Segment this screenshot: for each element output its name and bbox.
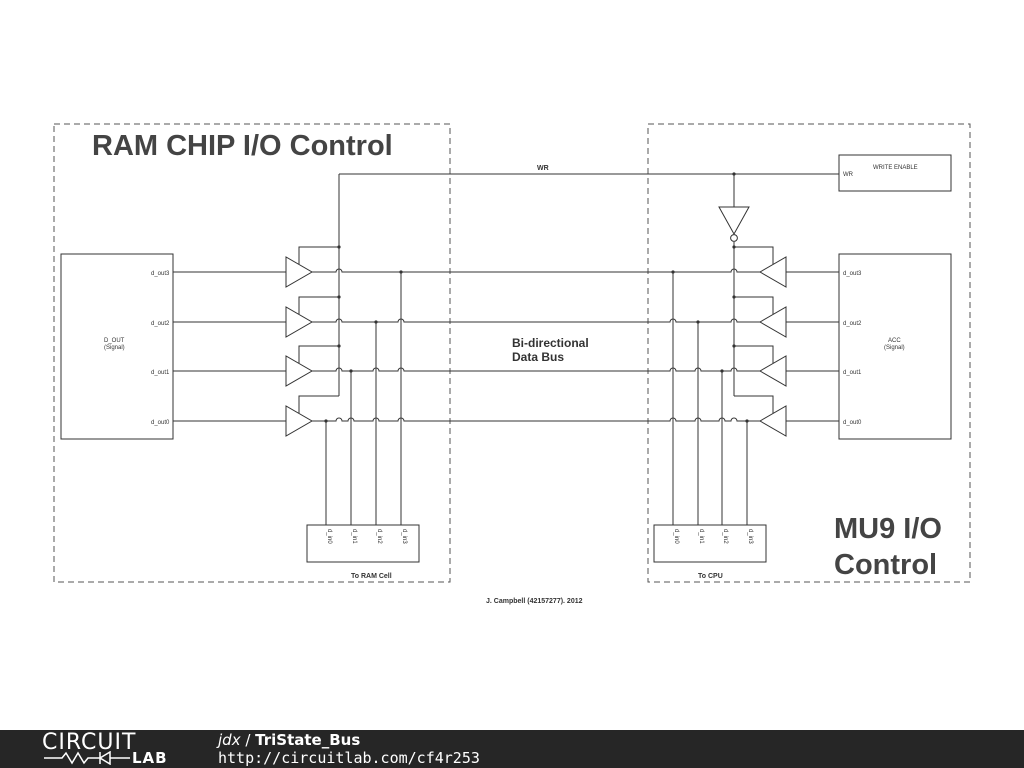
cpu-pin-1: d_in1 xyxy=(698,529,704,544)
ram-io-control-boundary xyxy=(53,123,451,583)
left-enable-junction-1 xyxy=(337,344,341,348)
ram-cell-pin-2: d_in2 xyxy=(376,529,382,544)
tristate-buffer-left-1[interactable] xyxy=(285,355,314,387)
acc-block-name: ACC xyxy=(888,338,901,344)
cpu-pin-0: d_in0 xyxy=(673,529,679,544)
tristate-buffer-left-3[interactable] xyxy=(285,256,314,288)
wr-label: WR xyxy=(537,165,549,172)
write-enable-title: WRITE ENABLE xyxy=(873,165,918,171)
footer-user-link[interactable]: jdx xyxy=(218,731,241,749)
tristate-buffer-right-0[interactable] xyxy=(758,405,787,437)
d-out-pin-2: d_out2 xyxy=(151,321,170,327)
footer-circuit-title[interactable]: TriState_Bus xyxy=(255,731,361,749)
d-out-pin-1: d_out1 xyxy=(151,370,170,376)
bus-line-3 xyxy=(173,268,760,273)
acc-pin-0: d_out0 xyxy=(843,420,862,426)
inverter-gate[interactable] xyxy=(718,206,750,236)
footer-url[interactable]: http://circuitlab.com/cf4r253 xyxy=(218,749,480,767)
cpu-pin-3: d_in3 xyxy=(747,529,753,544)
logo-resistor-icon xyxy=(44,751,130,765)
d-out-block[interactable] xyxy=(60,253,174,440)
inverter-bubble xyxy=(730,234,738,242)
d-out-pin-3: d_out3 xyxy=(151,271,170,277)
d-out-block-type: (Signal) xyxy=(104,345,125,351)
cpu-tap-3 xyxy=(745,419,749,423)
ram-cell-pin-1: d_in1 xyxy=(351,529,357,544)
logo-circuit-text: CIRCUIT xyxy=(42,730,137,755)
d-out-pin-0: d_out0 xyxy=(151,420,170,426)
bus-label-line1: Bi-directional xyxy=(512,336,589,350)
bus-line-1 xyxy=(173,367,760,372)
bus-label-line2: Data Bus xyxy=(512,350,564,364)
write-enable-pin: WR xyxy=(843,172,854,178)
write-enable-block[interactable] xyxy=(838,154,952,192)
tristate-buffer-left-0[interactable] xyxy=(285,405,314,437)
left-enable-junction-3 xyxy=(337,245,341,249)
acc-pin-1: d_out1 xyxy=(843,370,862,376)
acc-bus-stubs xyxy=(786,271,839,422)
logo-lab-text: LAB xyxy=(132,749,168,767)
footer-bar: CIRCUIT LAB jdx / TriState_Bus http://ci… xyxy=(0,730,1024,768)
ram-cell-pin-0: d_in0 xyxy=(326,529,332,544)
cpu-pin-2: d_in2 xyxy=(722,529,728,544)
right-enable-junction-3 xyxy=(732,245,736,249)
footer-separator: / xyxy=(240,731,256,749)
circuitlab-logo[interactable]: CIRCUIT LAB xyxy=(42,730,182,767)
cpu-tap-1 xyxy=(696,320,700,324)
left-enable-wires xyxy=(298,246,339,413)
cpu-input-wires xyxy=(672,272,748,525)
ram-cell-block[interactable] xyxy=(306,524,420,563)
right-enable-junction-1 xyxy=(732,344,736,348)
mu9-io-control-title-line2: Control xyxy=(834,549,937,581)
mu9-io-control-title-line1: MU9 I/O xyxy=(834,513,942,545)
cpu-label: To CPU xyxy=(698,573,723,580)
circuit-schematic: RAM CHIP I/O Control MU9 I/O Control WR … xyxy=(53,123,971,605)
ram-io-control-title: RAM CHIP I/O Control xyxy=(92,130,393,162)
ram-tap-1 xyxy=(349,369,353,373)
ram-tap-0 xyxy=(324,419,328,423)
bus-line-2 xyxy=(173,318,760,323)
acc-pin-2: d_out2 xyxy=(843,321,862,327)
ram-cell-input-wires xyxy=(325,272,402,525)
ram-tap-2 xyxy=(374,320,378,324)
cpu-tap-0 xyxy=(671,270,675,274)
footer-info: jdx / TriState_Bus http://circuitlab.com… xyxy=(218,731,480,767)
bus-line-0 xyxy=(173,417,760,422)
tristate-buffer-left-2[interactable] xyxy=(285,306,314,338)
ram-cell-pin-3: d_in3 xyxy=(401,529,407,544)
right-enable-wires xyxy=(734,246,774,413)
tristate-buffer-right-1[interactable] xyxy=(758,355,787,387)
ram-cell-label: To RAM Cell xyxy=(351,573,392,580)
footer-title-line: jdx / TriState_Bus xyxy=(218,731,480,749)
acc-pin-3: d_out3 xyxy=(843,271,862,277)
mu9-io-control-boundary xyxy=(647,123,971,583)
cpu-block[interactable] xyxy=(653,524,767,563)
author-credit: J. Campbell (42157277). 2012 xyxy=(486,598,583,605)
acc-block[interactable] xyxy=(838,253,952,440)
left-enable-junction-2 xyxy=(337,295,341,299)
acc-block-type: (Signal) xyxy=(884,345,905,351)
ram-tap-3 xyxy=(399,270,403,274)
d-out-block-name: D_OUT xyxy=(104,338,125,344)
cpu-tap-2 xyxy=(720,369,724,373)
tristate-buffer-right-2[interactable] xyxy=(758,306,787,338)
tristate-buffer-right-3[interactable] xyxy=(758,256,787,288)
right-enable-junction-2 xyxy=(732,295,736,299)
